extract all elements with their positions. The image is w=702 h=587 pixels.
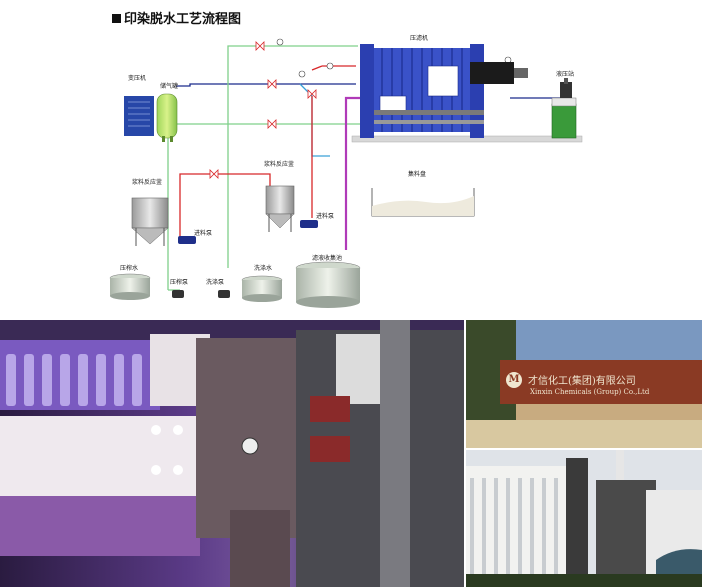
- slurry-tank-left-unit: [131, 197, 169, 246]
- filter-press-unit: [351, 44, 583, 143]
- label-filter-press: 压滤机: [410, 34, 428, 42]
- pressure-gauge-icon: [326, 62, 334, 70]
- title-bullet-icon: [112, 14, 121, 23]
- photo-filter-press: [0, 320, 464, 587]
- pressure-gauge-icon: [298, 70, 306, 78]
- photo-company-sign: M 才信化工(集团)有限公司 Xinxin Chemicals (Group) …: [466, 320, 702, 448]
- label-slurry-tank-right: 浆料反应釜: [264, 160, 294, 168]
- label-press-water: 压榨水: [120, 264, 138, 272]
- press-pump-icon: [172, 290, 184, 298]
- transformer-unit: [124, 96, 154, 136]
- collection-tray-unit: [371, 188, 475, 217]
- valve-icon: [307, 89, 317, 99]
- feed-pump-left-icon: [178, 236, 196, 244]
- air-pipe: [167, 100, 360, 148]
- press-water-pipe: [167, 148, 180, 291]
- sign-board: [500, 360, 702, 404]
- pump-set: [172, 220, 318, 298]
- valve-set: [209, 41, 317, 179]
- label-collection-tray: 集料盘: [408, 170, 426, 178]
- top-water-pipe: [227, 45, 358, 268]
- page-title: 印染脱水工艺流程图: [112, 8, 241, 27]
- photo-filter-press-scene: [0, 320, 464, 587]
- pressure-gauge-icon: [276, 38, 284, 46]
- label-feed-pump-right: 进料泵: [316, 212, 334, 220]
- label-transformer: 变压机: [128, 74, 146, 82]
- air-tank-unit: [156, 93, 178, 142]
- label-slurry-tank-left: 浆料反应釜: [132, 178, 162, 186]
- label-hydraulic-station: 液压站: [556, 70, 574, 78]
- valve-icon: [267, 119, 277, 129]
- label-wash-water: 洗涤水: [254, 264, 272, 272]
- filtrate-pipe: [344, 96, 360, 250]
- label-filtrate-pool: 滤液收集池: [312, 254, 342, 262]
- photo-factory-building: [466, 450, 702, 587]
- pool-set: [109, 261, 361, 308]
- sign-english-name: Xinxin Chemicals (Group) Co.,Ltd: [530, 388, 650, 396]
- wash-pump-icon: [218, 290, 230, 298]
- label-air-tank: 储气罐: [160, 82, 178, 90]
- label-wash-pump: 洗涤泵: [206, 278, 224, 286]
- process-flow-diagram: 压滤机 变压机 储气罐 液压站 浆料反应釜 浆料反应釜 进料泵 进料泵 集料盘 …: [109, 34, 583, 308]
- title-text: 印染脱水工艺流程图: [124, 12, 242, 27]
- valve-icon: [255, 41, 265, 51]
- gauge-set: [276, 38, 512, 78]
- slurry-pipe: [179, 65, 356, 238]
- feed-pump-right-icon: [300, 220, 318, 228]
- air-pipe-to-press: [176, 83, 356, 87]
- valve-icon: [209, 169, 219, 179]
- photo-factory-building-scene: [466, 450, 702, 587]
- label-feed-pump-left: 进料泵: [194, 229, 212, 237]
- slurry-tank-right-unit: [265, 185, 295, 232]
- valve-icon: [267, 79, 277, 89]
- hydraulic-station-unit: [551, 78, 577, 139]
- label-press-pump: 压榨泵: [170, 278, 188, 286]
- sign-chinese-name: 才信化工(集团)有限公司: [528, 376, 636, 387]
- sign-logo: M: [506, 372, 522, 388]
